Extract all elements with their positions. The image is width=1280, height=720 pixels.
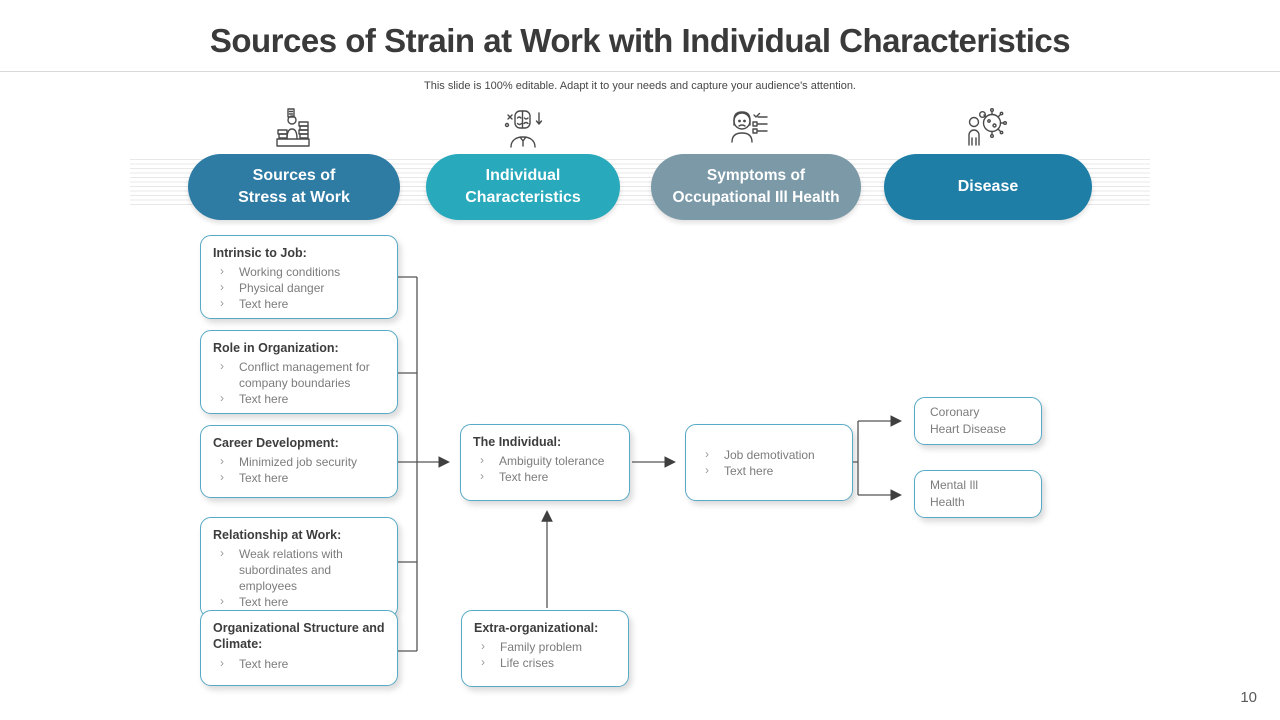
bullet-item: Text here [213, 295, 387, 312]
bullet-item: Physical danger [213, 279, 387, 296]
source-box-role-in-organization[interactable]: Role in Organization: Conflict managemen… [200, 330, 398, 415]
box-title: Role in Organization: [213, 341, 339, 355]
disease-box-coronary[interactable]: Coronary Heart Disease [914, 397, 1042, 445]
box-title: Intrinsic to Job: [213, 246, 307, 260]
bullet-item: Weak relations with subordinates and emp… [213, 545, 387, 594]
bullet-item: Job demotivation [698, 446, 842, 463]
box-title: Extra-organizational: [474, 621, 599, 635]
stage-pill-individual-characteristics[interactable]: Individual Characteristics [426, 154, 620, 220]
extra-organizational-box[interactable]: Extra-organizational: Family problem Lif… [461, 610, 629, 687]
bullet-item: Text here [213, 593, 387, 610]
bullet-item: Life crises [474, 654, 618, 671]
box-title: Organizational Structure and Climate: [213, 621, 385, 652]
individual-box[interactable]: The Individual: Ambiguity tolerance Text… [460, 424, 630, 501]
bullet-item: Ambiguity tolerance [473, 452, 619, 469]
bullet-item: Text here [213, 469, 387, 486]
disease-box-mental[interactable]: Mental Ill Health [914, 470, 1042, 518]
bullet-item: Family problem [474, 638, 618, 655]
source-box-organizational-structure[interactable]: Organizational Structure and Climate: Te… [200, 610, 398, 686]
personality-mask-icon [500, 106, 546, 152]
bullet-item: Conflict management for company boundari… [213, 358, 387, 391]
disease-label: Mental Ill Health [930, 478, 979, 509]
box-title: Career Development: [213, 436, 339, 450]
overworked-person-icon [270, 106, 316, 152]
stage-pill-symptoms[interactable]: Symptoms of Occupational Ill Health [651, 154, 861, 220]
bullet-item: Text here [213, 654, 387, 672]
page-title: Sources of Strain at Work with Individua… [209, 22, 1071, 59]
header-divider [0, 71, 1280, 72]
bullet-item: Text here [698, 462, 842, 479]
symptoms-checklist-icon [725, 106, 771, 152]
source-box-intrinsic-to-job[interactable]: Intrinsic to Job: Working conditions Phy… [200, 235, 398, 320]
bullet-item: Text here [473, 468, 619, 485]
slide-number: 10 [1240, 689, 1257, 706]
source-box-relationship-at-work[interactable]: Relationship at Work: Weak relations wit… [200, 517, 398, 618]
stage-pill-disease[interactable]: Disease [884, 154, 1092, 220]
bullet-item: Text here [213, 390, 387, 407]
stage-pill-sources-of-stress[interactable]: Sources of Stress at Work [188, 154, 400, 220]
virus-person-icon [962, 106, 1008, 152]
source-box-career-development[interactable]: Career Development: Minimized job securi… [200, 425, 398, 498]
bullet-item: Minimized job security [213, 453, 387, 470]
disease-label: Coronary Heart Disease [930, 405, 1007, 436]
box-title: The Individual: [473, 435, 562, 449]
editable-note: This slide is 100% editable. Adapt it to… [424, 80, 856, 92]
bullet-item: Working conditions [213, 263, 387, 280]
box-title: Relationship at Work: [213, 528, 342, 542]
symptoms-box[interactable]: Job demotivation Text here [685, 424, 853, 501]
